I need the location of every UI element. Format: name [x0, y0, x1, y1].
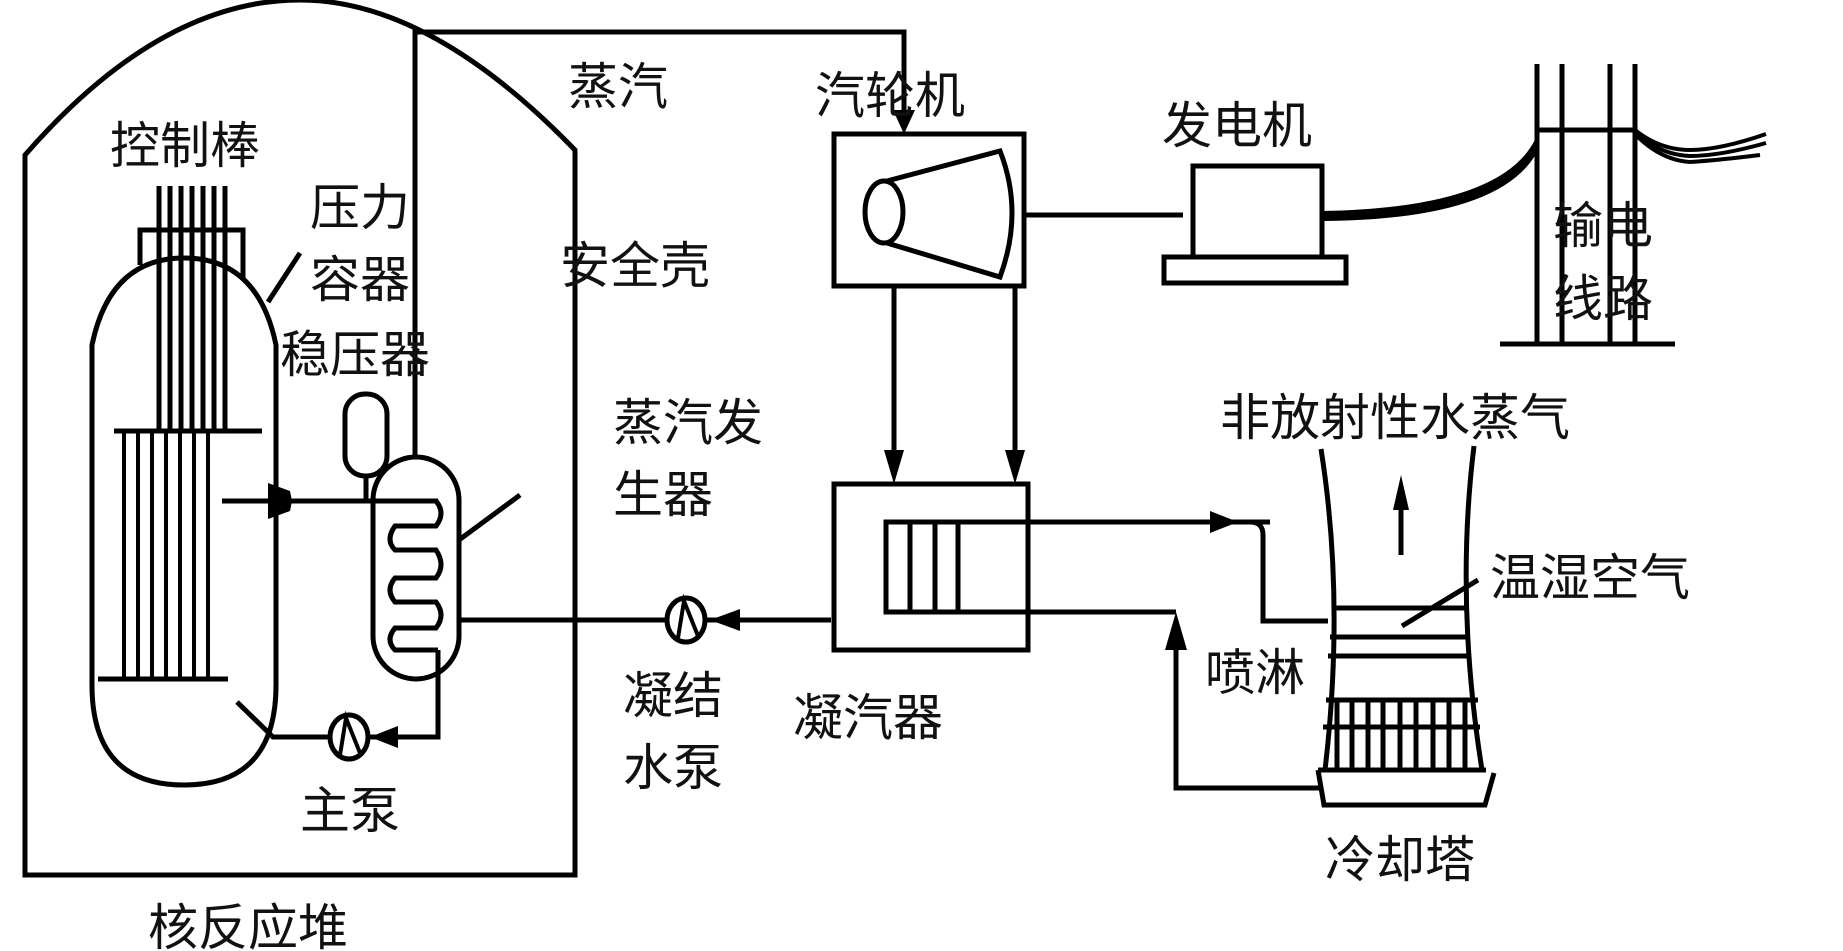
main-pump-impeller	[338, 710, 362, 756]
feedwater-arrow	[710, 609, 740, 631]
turbine-housing	[831, 131, 1027, 289]
steam-generator	[370, 454, 462, 682]
cooling-water-return-arrow	[1165, 612, 1187, 650]
label-steam-generator-2: 生器	[613, 466, 713, 524]
turbine-rotor	[886, 148, 1015, 281]
cooling-water-out-arrow	[1210, 511, 1238, 533]
label-pressure-vessel-2: 容器	[310, 251, 410, 309]
label-warm-humid-air: 温湿空气	[1490, 549, 1690, 607]
steam-arrow	[893, 110, 915, 134]
cold-leg-pipe	[235, 650, 441, 740]
spray-pipe	[1249, 519, 1328, 624]
steam-generator-coil	[387, 499, 444, 653]
containment-building	[22, 0, 578, 878]
label-condensate-pump-2: 水泵	[623, 739, 723, 797]
steam-generator-leader	[457, 492, 522, 543]
condenser-housing	[831, 481, 1031, 653]
label-steam: 蒸汽	[568, 58, 668, 116]
label-reactor: 核反应堆	[148, 899, 348, 951]
main-pump-icon	[327, 712, 371, 762]
label-main-pump: 主泵	[300, 782, 400, 840]
cold-leg-arrow	[370, 726, 398, 748]
exhaust-arrow-2	[1005, 450, 1025, 484]
warm-humid-air-leader	[1400, 577, 1480, 629]
condensate-pump-icon	[664, 595, 708, 645]
label-pressure-vessel-1: 压力	[310, 179, 410, 237]
exhaust-arrow-1	[884, 450, 904, 484]
transmission-tower	[1500, 64, 1675, 347]
label-condenser: 凝汽器	[793, 689, 943, 747]
pressure-vessel	[89, 255, 279, 788]
label-cooling-tower: 冷却塔	[1325, 831, 1475, 889]
turbine-rotor-inlet	[862, 178, 906, 246]
hot-leg-arrow	[268, 483, 292, 519]
steam-pipe	[412, 29, 907, 457]
label-control-rods: 控制棒	[110, 117, 260, 175]
control-rods	[156, 186, 228, 430]
label-steam-generator-1: 蒸汽发	[613, 394, 763, 452]
label-condensate-pump-1: 凝结	[623, 667, 723, 725]
power-cables	[1321, 128, 1767, 221]
label-non-radioactive-vapor: 非放射性水蒸气	[1220, 389, 1570, 447]
fuel-rods	[122, 431, 210, 679]
cooling-water-return	[1173, 628, 1320, 791]
label-spray: 喷淋	[1205, 644, 1305, 702]
condenser-tubes	[883, 519, 1270, 615]
pressurizer	[342, 391, 390, 479]
label-turbine: 汽轮机	[815, 67, 965, 125]
label-generator: 发电机	[1162, 97, 1312, 155]
vapor-up-arrow	[1393, 475, 1409, 510]
cooling-tower	[1315, 445, 1497, 808]
generator-base	[1161, 254, 1349, 286]
condensate-pump-impeller	[676, 593, 700, 639]
label-pressurizer: 稳压器	[280, 326, 430, 384]
label-transmission-1: 输电	[1553, 197, 1653, 255]
pressure-vessel-leader	[265, 251, 303, 304]
label-transmission-2: 线路	[1553, 270, 1653, 328]
generator-body	[1190, 163, 1325, 260]
label-containment: 安全壳	[560, 237, 710, 295]
